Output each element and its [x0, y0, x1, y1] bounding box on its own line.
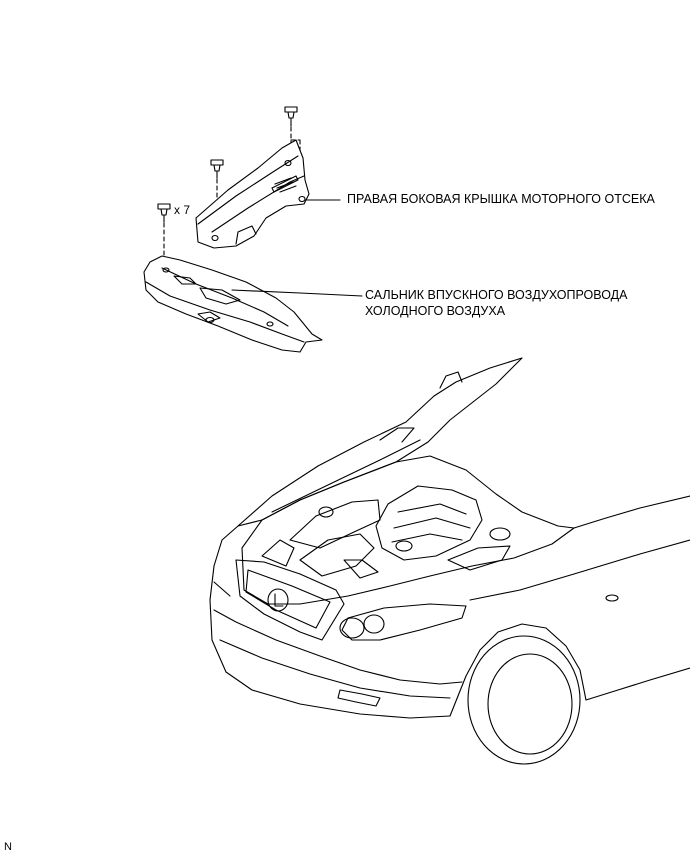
corner-code-label: N	[4, 841, 12, 853]
intake-seal-label-line2: ХОЛОДНОГО ВОЗДУХА	[365, 304, 506, 318]
right-side-cover	[195, 139, 310, 249]
clip-quantity-label: x 7	[174, 203, 190, 217]
intake-duct-seal	[143, 255, 323, 353]
clip-left	[157, 203, 171, 223]
leader-lines	[231, 199, 363, 297]
clip-middle	[210, 159, 224, 179]
vehicle-front	[209, 357, 690, 765]
clip-top	[284, 106, 298, 127]
right-side-cover-label: ПРАВАЯ БОКОВАЯ КРЫШКА МОТОРНОГО ОТСЕКА	[347, 192, 655, 206]
intake-seal-label-line1: САЛЬНИК ВПУСКНОГО ВОЗДУХОПРОВОДА	[365, 288, 628, 302]
